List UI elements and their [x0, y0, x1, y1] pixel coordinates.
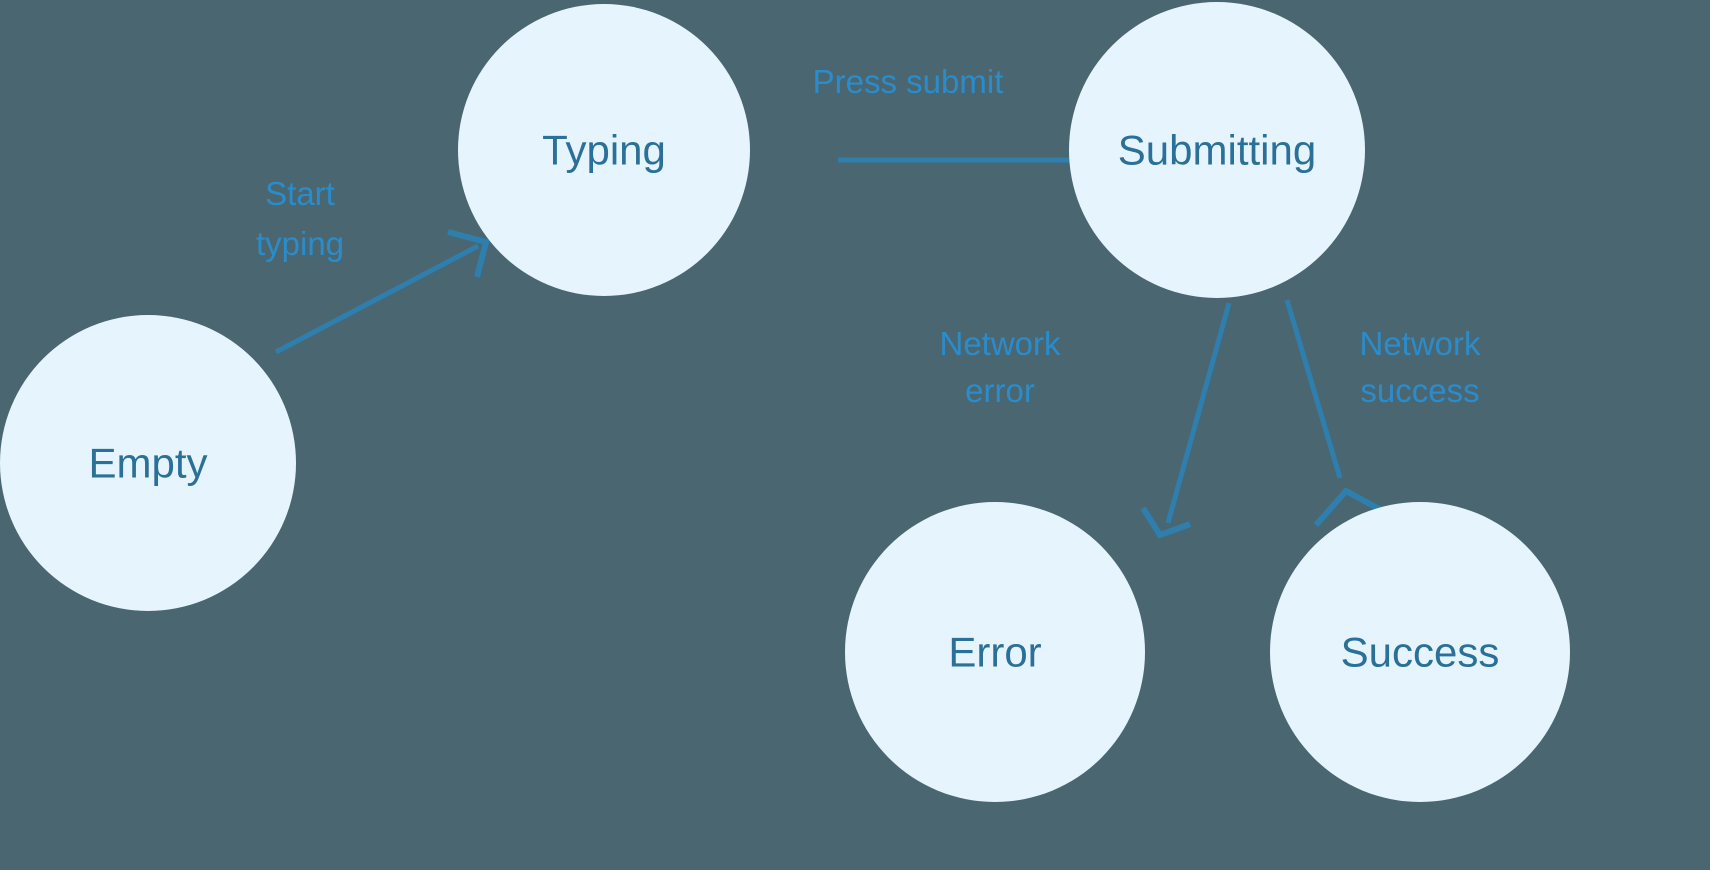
node-submitting-label: Submitting: [1118, 127, 1316, 174]
edge-label-typing-to-submitting: Press submit: [813, 63, 1004, 100]
node-success-label: Success: [1341, 629, 1500, 676]
edge-label-submitting-to-success: Network success: [1359, 325, 1481, 409]
edge-label-network-success-line2: success: [1360, 372, 1479, 409]
edge-line-submitting-to-error: [1165, 302, 1232, 524]
edge-empty-to-typing[interactable]: [274, 229, 490, 355]
node-error-circle: [845, 502, 1145, 802]
node-success[interactable]: Success: [1270, 502, 1570, 802]
edge-label-network-error-line2: error: [965, 372, 1035, 409]
node-error[interactable]: Error: [845, 502, 1145, 802]
edge-label-press-submit-line1: Press submit: [813, 63, 1004, 100]
edge-line-submitting-to-success: [1284, 299, 1343, 479]
node-success-circle: [1270, 502, 1570, 802]
edge-label-submitting-to-error: Network error: [939, 325, 1061, 409]
edge-submitting-to-success[interactable]: [1284, 299, 1385, 527]
edge-label-network-success-line1: Network: [1359, 325, 1481, 362]
node-empty-label: Empty: [88, 440, 207, 487]
node-submitting-circle: [1069, 2, 1365, 298]
node-empty[interactable]: Empty: [0, 315, 296, 611]
node-typing[interactable]: Typing: [458, 4, 750, 296]
edge-label-empty-to-typing: Start typing: [256, 175, 344, 262]
edge-line-empty-to-typing: [274, 243, 480, 355]
node-typing-label: Typing: [542, 127, 666, 174]
arrowhead-empty-to-typing: [447, 229, 490, 278]
node-empty-circle: [0, 315, 296, 611]
arrowhead-submitting-to-error: [1140, 506, 1192, 539]
arrowhead-submitting-to-success: [1313, 487, 1385, 527]
edge-label-network-error-line1: Network: [939, 325, 1061, 362]
edge-submitting-to-error[interactable]: [1140, 302, 1232, 539]
node-error-label: Error: [948, 629, 1041, 676]
node-submitting[interactable]: Submitting: [1069, 2, 1365, 298]
node-typing-circle: [458, 4, 750, 296]
edge-label-start-typing-line2: typing: [256, 225, 344, 262]
edge-label-start-typing-line1: Start: [265, 175, 335, 212]
